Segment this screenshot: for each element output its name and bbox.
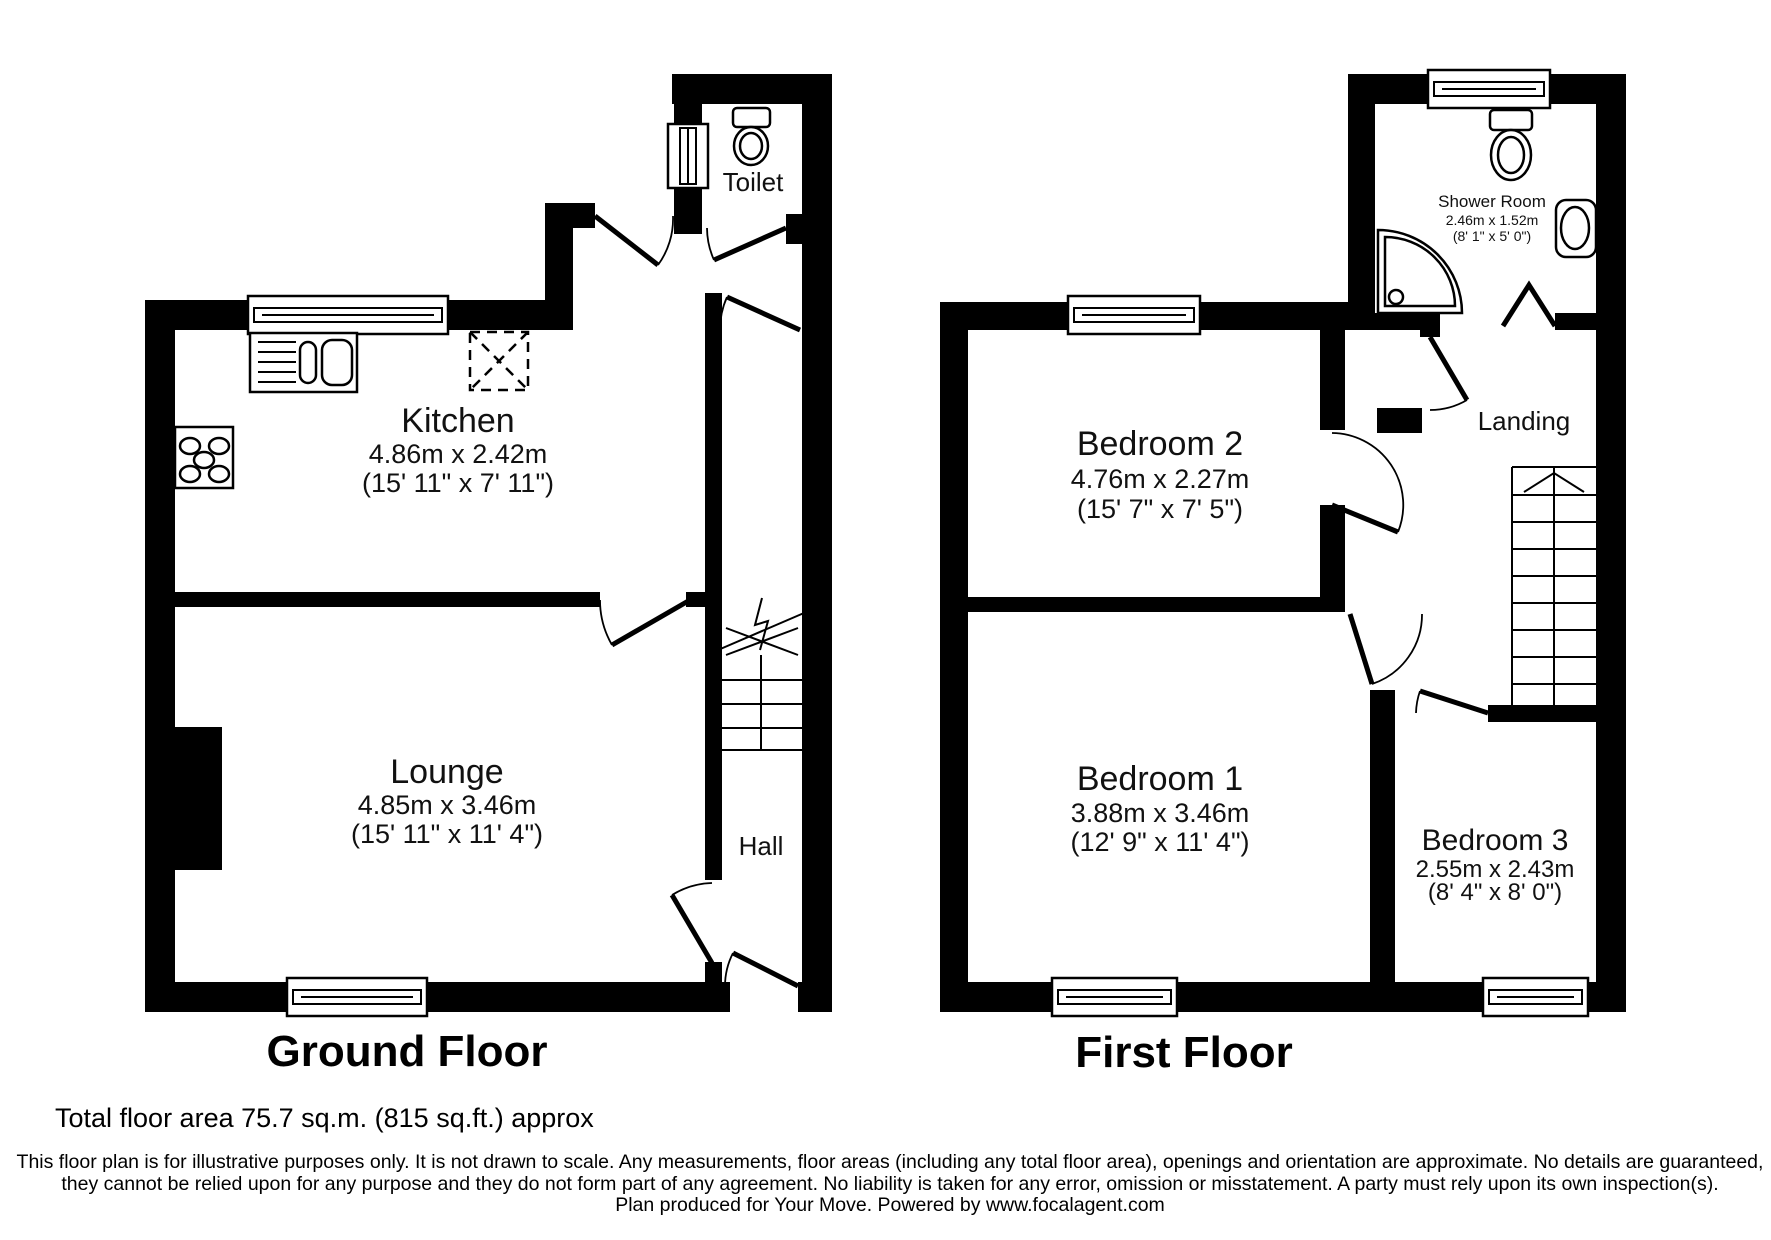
appliance-space-icon <box>468 330 530 392</box>
label-bedroom2-dims-ft: (15' 7" x 7' 5") <box>1077 494 1243 524</box>
first-floor-title: First Floor <box>1075 1028 1293 1077</box>
label-kitchen-dims-m: 4.86m x 2.42m <box>369 439 548 469</box>
ground-floor-plan: Toilet Kitchen 4.86m x 2.42m (15' 11" x … <box>145 74 832 1076</box>
walls-first-floor <box>940 74 1626 1012</box>
first-floor-plan: Shower Room 2.46m x 1.52m (8' 1" x 5' 0"… <box>940 68 1626 1077</box>
bedroom2-door-swing-icon <box>1331 432 1405 535</box>
label-kitchen: Kitchen <box>401 402 514 440</box>
toilet-door-swing-icon <box>706 225 788 263</box>
basin-icon <box>1554 198 1598 259</box>
label-hall: Hall <box>739 831 784 861</box>
disclaimer-line-1: This floor plan is for illustrative purp… <box>17 1151 1764 1173</box>
label-bedroom3: Bedroom 3 <box>1422 824 1569 857</box>
label-shower-room-dims-m: 2.46m x 1.52m <box>1446 212 1539 228</box>
label-shower-room: Shower Room <box>1438 192 1546 211</box>
label-lounge-dims-m: 4.85m x 3.46m <box>358 790 537 820</box>
disclaimer-line-3: Plan produced for Your Move. Powered by … <box>615 1194 1165 1216</box>
stairs-ground-icon <box>717 597 805 751</box>
disclaimer-line-2: they cannot be relied upon for any purpo… <box>61 1173 1718 1195</box>
front-door-swing-icon <box>724 950 800 989</box>
back-door-swing-icon <box>593 214 674 267</box>
sink-icon <box>248 331 359 394</box>
ground-floor-title: Ground Floor <box>266 1027 547 1076</box>
kitchen-lounge-door-swing-icon <box>599 597 692 648</box>
toilet-icon-first-floor <box>1488 108 1534 182</box>
bedroom3-window <box>1481 976 1590 1018</box>
kitchen-window <box>246 294 450 336</box>
label-shower-room-dims-ft: (8' 1" x 5' 0") <box>1453 228 1531 244</box>
label-bedroom1-dims-m: 3.88m x 3.46m <box>1071 798 1250 828</box>
stairs-first-icon <box>1511 466 1596 705</box>
label-lounge: Lounge <box>390 753 503 791</box>
label-bedroom3-dims-m: 2.55m x 2.43m <box>1416 856 1575 883</box>
shower-room-door-icon <box>1427 280 1558 411</box>
chimney-breast <box>175 727 222 870</box>
lounge-window <box>285 976 429 1018</box>
label-toilet: Toilet <box>723 167 784 197</box>
hall-door-swing-icon <box>719 294 802 333</box>
shower-room-window <box>1426 68 1552 110</box>
label-bedroom1-dims-ft: (12' 9" x 11' 4") <box>1070 827 1249 857</box>
bedroom3-door-swing-icon <box>1415 688 1489 716</box>
bedroom1-door-swing-icon <box>1347 613 1423 685</box>
label-bedroom1: Bedroom 1 <box>1077 760 1243 798</box>
shower-tray-icon <box>1376 228 1464 315</box>
label-bedroom2: Bedroom 2 <box>1077 425 1243 463</box>
label-landing: Landing <box>1478 406 1571 436</box>
label-bedroom3-dims-ft: (8' 4" x 8' 0") <box>1428 879 1562 906</box>
bedroom2-window <box>1066 294 1202 336</box>
label-lounge-dims-ft: (15' 11" x 11' 4") <box>351 819 543 849</box>
hob-icon <box>173 425 235 490</box>
walls-ground-floor <box>145 74 832 1012</box>
toilet-window <box>666 122 710 190</box>
stairs-up-arrow-icon <box>1523 471 1585 493</box>
label-kitchen-dims-ft: (15' 11" x 7' 11") <box>362 468 554 498</box>
label-bedroom2-dims-m: 4.76m x 2.27m <box>1071 464 1250 494</box>
lounge-hall-door-swing-icon <box>669 882 715 965</box>
footer: Total floor area 75.7 sq.m. (815 sq.ft.)… <box>17 1103 1764 1216</box>
toilet-icon <box>731 106 772 167</box>
bedroom1-window <box>1050 976 1179 1018</box>
total-floor-area: Total floor area 75.7 sq.m. (815 sq.ft.)… <box>55 1103 594 1133</box>
